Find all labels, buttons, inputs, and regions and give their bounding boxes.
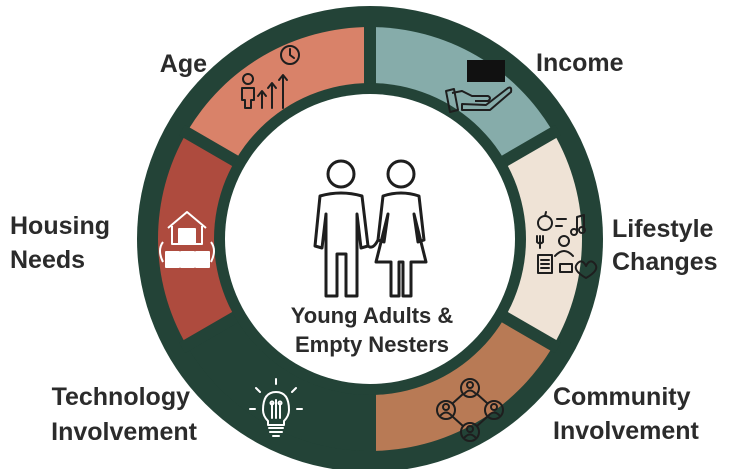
couple-icon bbox=[313, 159, 428, 298]
label-community-line2: Involvement bbox=[553, 417, 700, 445]
lifestyle-icon bbox=[536, 211, 598, 279]
house-boxes-icon bbox=[159, 211, 215, 268]
label-technology-line1: Technology bbox=[52, 383, 191, 411]
label-income: Income bbox=[536, 49, 624, 77]
label-housing-line2: Needs bbox=[10, 246, 85, 274]
clock-growth-icon bbox=[241, 45, 300, 109]
center-title-line2: Empty Nesters bbox=[295, 332, 449, 357]
hand-money-icon bbox=[445, 60, 513, 113]
label-housing-line1: Housing bbox=[10, 212, 110, 240]
label-lifestyle-line1: Lifestyle bbox=[612, 215, 714, 243]
label-technology-line2: Involvement bbox=[51, 418, 198, 446]
people-network-icon bbox=[436, 378, 504, 442]
center-disc bbox=[225, 94, 515, 384]
label-age: Age bbox=[160, 50, 207, 78]
label-community-line1: Community bbox=[553, 383, 691, 411]
label-lifestyle-line2: Changes bbox=[612, 248, 718, 276]
lightbulb-circuit-icon bbox=[249, 378, 303, 437]
center-title-line1: Young Adults & bbox=[291, 303, 454, 328]
